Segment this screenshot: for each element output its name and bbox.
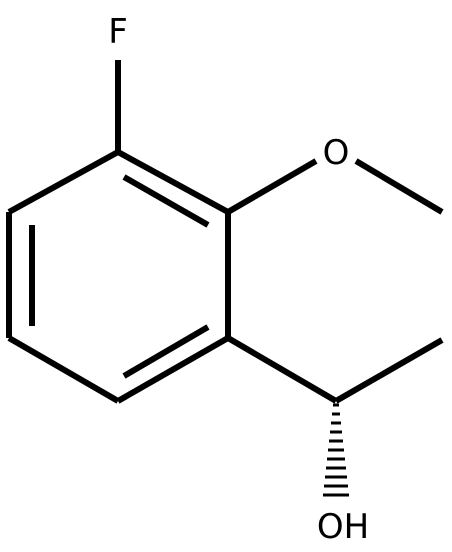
hydroxyl-label: OH: [317, 507, 369, 547]
double-bond-inner-c3-c4: [122, 324, 210, 379]
fluorine-label: F: [108, 12, 128, 52]
ring-bond-c6-c1: [7, 149, 120, 215]
double-bond-inner-c1-c2: [122, 174, 210, 228]
hashed-wedge-bond: [323, 403, 349, 497]
oxygen-label: O: [323, 133, 350, 173]
bond-ring-chiral-carbon: [226, 335, 338, 404]
bond-chiral-methyl: [334, 337, 444, 404]
ring-bond-c1-c2: [116, 149, 230, 215]
bond-c-o-methoxy: [226, 158, 318, 215]
bond-o-methyl: [354, 158, 444, 215]
ring-bond-c3-c4: [116, 335, 230, 404]
ring-bond-c4-c5: [7, 335, 120, 404]
